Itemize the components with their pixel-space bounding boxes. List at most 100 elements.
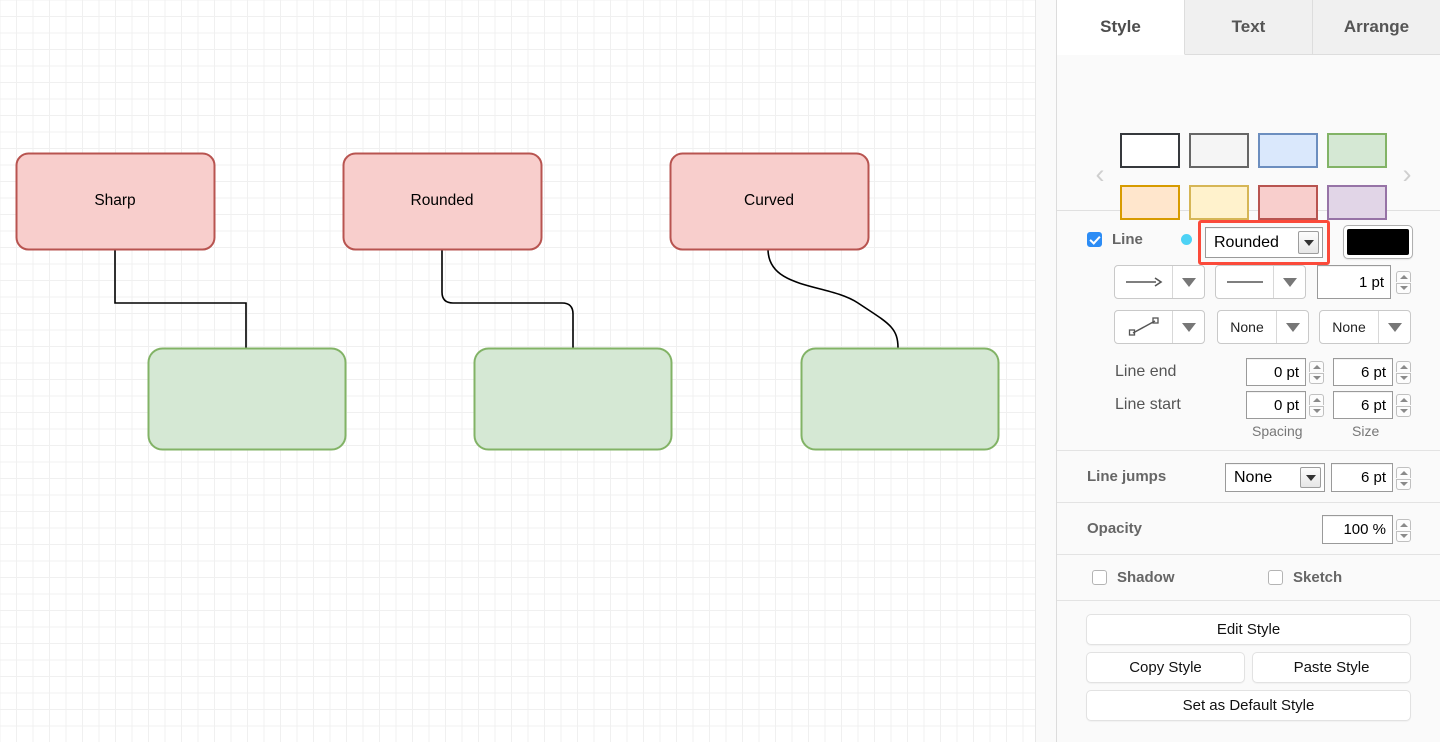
chevron-down-icon <box>1298 231 1319 254</box>
stepper-down-icon[interactable] <box>1396 478 1411 490</box>
node-rounded-source[interactable] <box>342 152 543 251</box>
line-start-arrow-value: None <box>1230 319 1264 335</box>
stepper-up-icon[interactable] <box>1396 518 1411 530</box>
style-actions: Edit Style Copy Style Paste Style Set as… <box>1057 601 1440 721</box>
format-panel: Style Text Arrange ‹ › Line Rounded <box>1056 0 1440 742</box>
line-jumps-select[interactable]: None <box>1225 463 1325 492</box>
line-width-field[interactable]: 1 pt <box>1317 265 1391 299</box>
waypoint-caret-icon <box>1172 311 1204 343</box>
line-width-stepper[interactable] <box>1396 265 1413 299</box>
node-sharp-target[interactable] <box>147 347 347 451</box>
solid-line-icon <box>1216 266 1273 298</box>
line-width-value: 1 pt <box>1358 273 1384 291</box>
arrow-type-caret-icon <box>1172 266 1204 298</box>
size-column-label: Size <box>1352 423 1380 439</box>
canvas-scroll-gutter[interactable] <box>1035 0 1056 742</box>
line-color-chip <box>1347 229 1409 255</box>
style-swatch-light-gray[interactable] <box>1189 133 1249 168</box>
line-end-spacing-field[interactable]: 0 pt <box>1246 358 1306 386</box>
node-curved-source[interactable] <box>669 152 870 251</box>
edit-style-button[interactable]: Edit Style <box>1086 614 1411 645</box>
paste-style-button[interactable]: Paste Style <box>1252 652 1411 683</box>
line-end-arrow-caret-icon <box>1378 311 1410 343</box>
diagram-canvas[interactable]: Sharp Rounded Curved <box>0 0 1035 742</box>
connector-sharp[interactable] <box>114 249 247 348</box>
spacing-column-label: Spacing <box>1252 423 1303 439</box>
copy-style-button[interactable]: Copy Style <box>1086 652 1245 683</box>
line-start-spacing-stepper[interactable] <box>1309 391 1326 419</box>
arrow-type-control[interactable] <box>1114 265 1205 299</box>
stepper-up-icon[interactable] <box>1396 466 1411 478</box>
stepper-down-icon[interactable] <box>1396 282 1411 294</box>
line-jumps-size-field[interactable]: 6 pt <box>1331 463 1393 492</box>
set-default-style-button[interactable]: Set as Default Style <box>1086 690 1411 721</box>
stepper-down-icon[interactable] <box>1396 372 1411 384</box>
node-sharp-source[interactable] <box>15 152 216 251</box>
line-end-size-stepper[interactable] <box>1396 358 1413 386</box>
style-swatch-yellow[interactable] <box>1189 185 1249 220</box>
stepper-down-icon[interactable] <box>1396 530 1411 542</box>
line-end-spacing-value: 0 pt <box>1273 363 1299 381</box>
line-style-select[interactable]: Rounded <box>1205 227 1323 258</box>
arrow-right-icon <box>1115 266 1172 298</box>
node-rounded-target[interactable] <box>473 347 673 451</box>
line-start-size-field[interactable]: 6 pt <box>1333 391 1393 419</box>
node-curved-target[interactable] <box>800 347 1000 451</box>
line-start-spacing-value: 0 pt <box>1273 396 1299 414</box>
line-jumps-label: Line jumps <box>1087 468 1167 485</box>
line-enabled-checkbox[interactable] <box>1087 232 1102 247</box>
line-start-arrow-control[interactable]: None <box>1217 310 1309 344</box>
waypoint-style-control[interactable] <box>1114 310 1205 344</box>
chevron-right-icon[interactable]: › <box>1402 159 1412 189</box>
style-swatch-red[interactable] <box>1258 185 1318 220</box>
palette-dot-1[interactable] <box>1180 234 1192 245</box>
chevron-left-icon[interactable]: ‹ <box>1095 159 1105 189</box>
style-swatch-grid <box>1120 133 1387 220</box>
line-color-swatch[interactable] <box>1343 225 1413 259</box>
line-jumps-size-stepper[interactable] <box>1396 464 1413 492</box>
line-end-size-field[interactable]: 6 pt <box>1333 358 1393 386</box>
stepper-up-icon[interactable] <box>1309 393 1324 405</box>
stepper-up-icon[interactable] <box>1396 360 1411 372</box>
connector-curved[interactable] <box>767 248 899 349</box>
style-swatch-green[interactable] <box>1327 133 1387 168</box>
opacity-field[interactable]: 100 % <box>1322 515 1393 544</box>
style-palette-section: ‹ › <box>1057 55 1440 245</box>
format-panel-tabs: Style Text Arrange <box>1057 0 1440 55</box>
line-section: Line Rounded <box>1057 211 1440 451</box>
line-jumps-size-value: 6 pt <box>1360 469 1386 486</box>
style-swatch-purple[interactable] <box>1327 185 1387 220</box>
shadow-checkbox[interactable] <box>1092 570 1107 585</box>
line-start-arrow-caret-icon <box>1276 311 1308 343</box>
line-start-spacing-field[interactable]: 0 pt <box>1246 391 1306 419</box>
line-pattern-control[interactable] <box>1215 265 1306 299</box>
line-waypoint-icon <box>1115 311 1172 343</box>
stepper-down-icon[interactable] <box>1396 405 1411 417</box>
effects-row: Shadow Sketch <box>1057 555 1440 601</box>
opacity-row: Opacity 100 % <box>1057 503 1440 555</box>
stepper-down-icon[interactable] <box>1309 372 1324 384</box>
connector-rounded[interactable] <box>441 249 574 348</box>
style-swatch-white[interactable] <box>1120 133 1180 168</box>
tab-text[interactable]: Text <box>1185 0 1313 55</box>
style-swatch-blue[interactable] <box>1258 133 1318 168</box>
opacity-stepper[interactable] <box>1396 516 1413 544</box>
style-swatch-orange[interactable] <box>1120 185 1180 220</box>
stepper-up-icon[interactable] <box>1396 393 1411 405</box>
line-end-arrow-control[interactable]: None <box>1319 310 1411 344</box>
stepper-up-icon[interactable] <box>1309 360 1324 372</box>
line-style-value: Rounded <box>1214 233 1279 251</box>
sketch-checkbox[interactable] <box>1268 570 1283 585</box>
stepper-down-icon[interactable] <box>1309 405 1324 417</box>
line-end-label: Line end <box>1115 363 1177 380</box>
line-end-spacing-stepper[interactable] <box>1309 358 1326 386</box>
tab-arrange[interactable]: Arrange <box>1313 0 1440 55</box>
line-section-label: Line <box>1112 231 1143 248</box>
line-start-size-value: 6 pt <box>1360 396 1386 414</box>
stepper-up-icon[interactable] <box>1396 270 1411 282</box>
tab-style[interactable]: Style <box>1057 0 1185 55</box>
line-pattern-caret-icon <box>1273 266 1305 298</box>
sketch-label: Sketch <box>1293 569 1343 586</box>
line-start-size-stepper[interactable] <box>1396 391 1413 419</box>
